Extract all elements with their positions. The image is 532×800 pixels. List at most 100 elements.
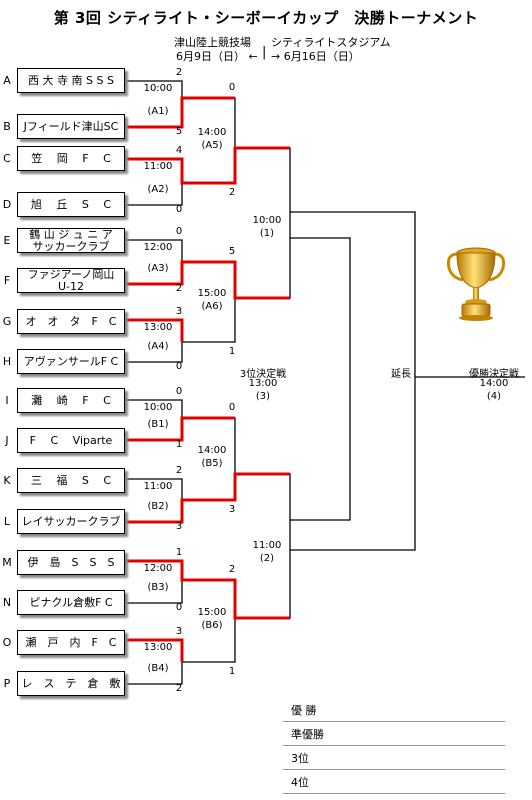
team-box: F C Viparte: [17, 428, 125, 453]
score-label: 0: [228, 82, 236, 93]
team-box: 瀬 戸 内 F C: [17, 630, 125, 655]
score-label: 3: [228, 504, 236, 515]
match-id: (B5): [201, 458, 223, 469]
match-id: (B2): [147, 501, 169, 512]
match-time: 14:00: [197, 445, 227, 456]
match-id: (B1): [147, 419, 169, 430]
match-id: (A2): [147, 184, 169, 195]
final-id: (4): [486, 391, 502, 402]
score-label: 1: [228, 666, 236, 677]
score-label: 2: [228, 564, 236, 575]
match-id: (B4): [147, 663, 169, 674]
match-time: 13:00: [143, 322, 173, 333]
score-label: 0: [175, 226, 183, 237]
team-letter: O: [2, 636, 12, 649]
team-letter: H: [2, 355, 12, 368]
team-box: ピナクル倉敷F C: [17, 590, 125, 615]
final-title: 優勝決定戦: [469, 369, 519, 380]
match-id: (A1): [147, 106, 169, 117]
team-letter: F: [3, 274, 11, 287]
third-place-time: 13:00: [248, 378, 278, 389]
winner-line: [125, 416, 235, 442]
trophy-icon: [446, 244, 506, 328]
score-label: 5: [228, 246, 236, 257]
winner-line: [125, 559, 290, 620]
semi1-id: (1): [259, 228, 275, 239]
match-id: (A6): [201, 301, 223, 312]
team-letter: N: [2, 596, 12, 609]
team-letter: G: [2, 315, 12, 328]
team-letter: J: [5, 434, 9, 447]
team-box: ファジアーノ岡山 U-12: [17, 268, 125, 293]
match-time: 15:00: [197, 288, 227, 299]
team-letter: P: [3, 677, 11, 690]
venue-divider: |: [262, 45, 267, 60]
semi2-time: 11:00: [252, 540, 282, 551]
match-time: 11:00: [143, 481, 173, 492]
score-label: 2: [175, 683, 183, 694]
results-table: 優 勝 準優勝 3位 4位: [283, 698, 505, 794]
third-place-title: 3位決定戦: [239, 369, 287, 380]
match-id: (A5): [201, 139, 223, 151]
team-box: Jフィールド津山SC: [17, 114, 125, 139]
winner-line: [125, 96, 235, 129]
score-label: 2: [175, 465, 183, 476]
final-time: 14:00: [479, 378, 509, 389]
venue-left-date: 6月9日（日） ←: [176, 50, 258, 63]
team-box: 鶴 山 ジ ュ ニ ア サッカークラブ: [17, 228, 125, 253]
semi2-id: (2): [259, 553, 275, 564]
score-label: 0: [175, 386, 183, 397]
score-label: 5: [175, 126, 183, 137]
team-box: 伊 島 S S S: [17, 550, 125, 575]
score-label: 1: [228, 346, 236, 357]
match-time: 12:00: [143, 563, 173, 574]
bracket-line: [290, 237, 351, 521]
bracket-line: [290, 211, 416, 551]
result-row-3: 3位: [283, 746, 505, 770]
team-letter: L: [3, 515, 11, 528]
team-letter: D: [2, 198, 12, 211]
team-box: 西 大 寺 南 S S S: [17, 68, 125, 93]
team-box: レイサッカークラブ: [17, 509, 125, 534]
result-row-1: 優 勝: [283, 698, 505, 722]
score-label: 0: [175, 204, 183, 215]
score-label: 3: [175, 306, 183, 317]
team-letter: A: [3, 74, 11, 87]
team-box: オ オ タ F C: [17, 309, 125, 334]
match-time: 13:00: [143, 642, 173, 653]
score-label: 1: [175, 547, 183, 558]
team-box: 笠 岡 F C: [17, 146, 125, 171]
winner-line: [125, 472, 290, 524]
score-label: 2: [228, 187, 236, 198]
match-time: 10:00: [143, 83, 173, 94]
score-label: 3: [175, 626, 183, 637]
team-box: 三 福 S C: [17, 468, 125, 493]
team-box: 灘 崎 F C: [17, 388, 125, 413]
team-letter: I: [5, 394, 9, 407]
semi1-time: 10:00: [252, 215, 282, 226]
match-time: 10:00: [143, 402, 173, 413]
match-id: (B3): [147, 582, 169, 593]
team-letter: C: [3, 152, 11, 165]
result-row-4: 4位: [283, 770, 505, 794]
team-letter: B: [3, 120, 11, 133]
score-label: 0: [228, 402, 236, 413]
match-time: 11:00: [143, 161, 173, 172]
extension-label: 延長: [391, 369, 411, 380]
score-label: 2: [175, 283, 183, 294]
match-id: (A4): [147, 341, 169, 352]
third-place-id: (3): [255, 391, 271, 402]
score-label: 0: [175, 602, 183, 613]
venue-right-date: → 6月16日（日）: [271, 50, 360, 63]
match-time: 14:00: [197, 126, 227, 138]
venue-right-name: シティライトスタジアム: [271, 36, 391, 49]
match-id: (B6): [201, 620, 223, 631]
team-letter: M: [2, 556, 12, 569]
team-letter: E: [3, 234, 11, 247]
match-time: 12:00: [143, 242, 173, 253]
winner-line: [125, 318, 184, 342]
match-time: 15:00: [197, 607, 227, 618]
winner-line: [125, 146, 290, 185]
winner-line: [125, 638, 184, 662]
